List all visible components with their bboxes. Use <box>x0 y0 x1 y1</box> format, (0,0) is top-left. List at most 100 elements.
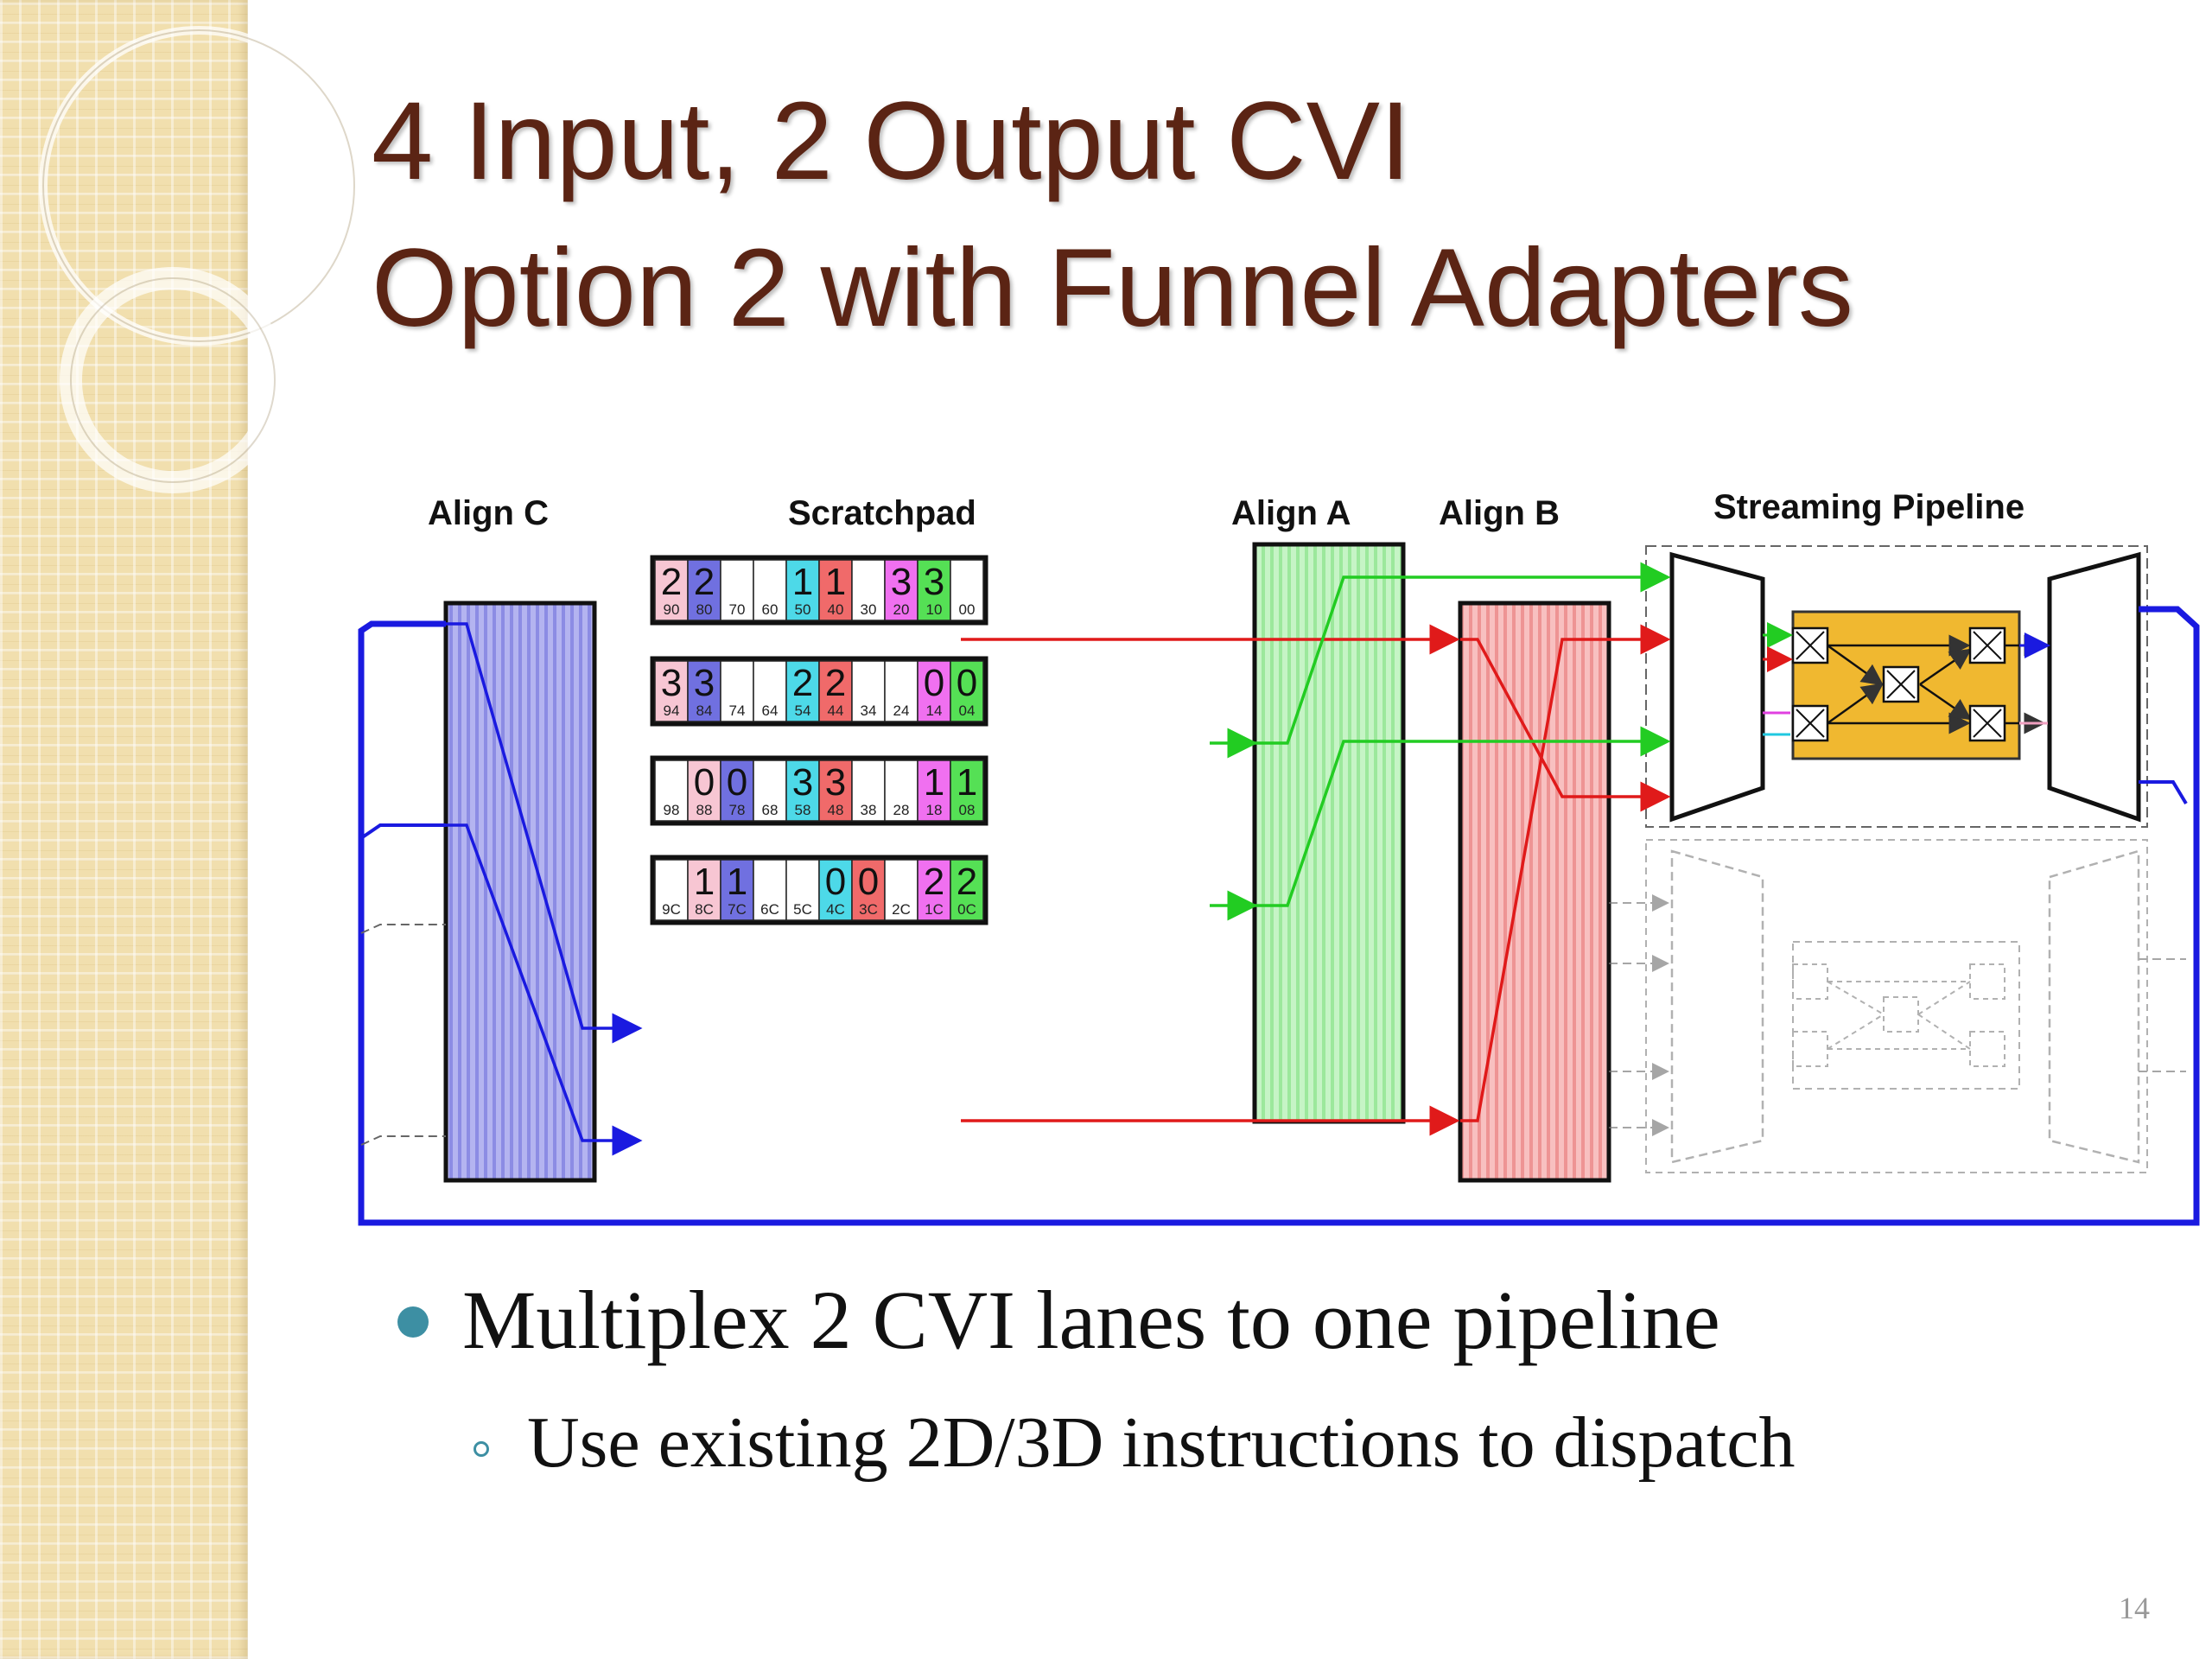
scratchpad-cell-address: 74 <box>729 702 746 719</box>
slide-title-line-2: Option 2 with Funnel Adapters <box>372 226 1853 350</box>
scratchpad-cell-address: 5C <box>793 901 812 918</box>
label-align-a: Align A <box>1231 494 1351 532</box>
scratchpad-cell-digit: 0 <box>694 761 715 804</box>
scratchpad-cell-digit: 1 <box>957 761 977 804</box>
scratchpad-cell <box>917 559 951 621</box>
scratchpad-cell <box>884 660 918 722</box>
scratchpad-cell <box>917 760 951 822</box>
scratchpad-cell-digit: 0 <box>858 861 879 903</box>
scratchpad-cell-address: 24 <box>893 702 910 719</box>
decorative-rings <box>39 26 359 493</box>
scratchpad-cell-address: 84 <box>696 702 713 719</box>
scratchpad-cell-digit: 2 <box>792 662 813 704</box>
pipeline-mux-nodes <box>1791 626 2006 742</box>
scratchpad-cell-address: 00 <box>959 601 976 618</box>
scratchpad-cell <box>654 760 689 822</box>
scratchpad-cell <box>917 859 951 921</box>
bullet-1-dot-icon <box>397 1306 429 1338</box>
scratchpad-cell-address: 7C <box>728 901 747 918</box>
scratchpad-cell-digit: 1 <box>792 561 813 603</box>
green-wires <box>1210 562 1671 921</box>
scratchpad-cell-address: 1C <box>925 901 944 918</box>
scratchpad-cell-address: 64 <box>762 702 779 719</box>
scratchpad-cell-digit: 1 <box>694 861 715 903</box>
scratchpad-cell-digit: 0 <box>924 662 944 704</box>
scratchpad-cell-digit: 1 <box>924 761 944 804</box>
scratchpad-cell-address: 04 <box>959 702 976 719</box>
funnel-adapter-in <box>1669 551 1765 823</box>
scratchpad-cell-digit: 3 <box>924 561 944 603</box>
scratchpad-cell-digit: 3 <box>792 761 813 804</box>
scratchpad-cell-digit: 3 <box>891 561 912 603</box>
scratchpad-cell-address: 50 <box>795 601 811 618</box>
scratchpad-cell-digit: 3 <box>661 662 682 704</box>
scratchpad-cell-address: 80 <box>696 601 713 618</box>
label-scratchpad: Scratchpad <box>788 494 976 532</box>
scratchpad-cell-address: 44 <box>828 702 844 719</box>
scratchpad-cell-address: 58 <box>795 802 811 818</box>
bullet-2-circle-icon <box>474 1441 489 1457</box>
scratchpad-cell <box>785 660 820 722</box>
scratchpad-cell-address: 90 <box>664 601 680 618</box>
scratchpad-cell <box>884 760 918 822</box>
scratchpad-cell-digit: 2 <box>825 662 846 704</box>
scratchpad-cell-digit: 2 <box>957 861 977 903</box>
scratchpad-cell-address: 9C <box>662 901 681 918</box>
scratchpad-cell-address: 54 <box>795 702 811 719</box>
scratchpad-cell-address: 38 <box>861 802 877 818</box>
blue-wires <box>358 606 2200 1226</box>
scratchpad-cell <box>950 660 984 722</box>
scratchpad-cell <box>884 559 918 621</box>
align-c-block <box>443 601 597 1183</box>
scratchpad-cell <box>654 559 689 621</box>
scratchpad-cell <box>753 859 787 921</box>
scratchpad-cell <box>720 760 754 822</box>
bullet-2-text: Use existing 2D/3D instructions to dispa… <box>527 1402 1796 1483</box>
scratchpad-cell-address: 4C <box>826 901 845 918</box>
scratchpad-cell <box>687 760 721 822</box>
scratchpad-cell <box>720 859 754 921</box>
label-align-c: Align C <box>428 494 549 532</box>
scratchpad-cell <box>720 559 754 621</box>
scratchpad-cell-digit: 1 <box>727 861 747 903</box>
scratchpad-cell <box>687 559 721 621</box>
scratchpad-cell-address: 08 <box>959 802 976 818</box>
scratchpad-cell <box>654 660 689 722</box>
scratchpad-cell-address: 8C <box>695 901 714 918</box>
red-wires <box>961 624 1671 1136</box>
scratchpad-cell <box>785 760 820 822</box>
cvi-architecture-diagram: Align C Scratchpad Align A Align B Strea… <box>358 488 2200 1226</box>
scratchpad-cell <box>753 660 787 722</box>
scratchpad-cell-digit: 2 <box>661 561 682 603</box>
align-a-block <box>1252 542 1406 1124</box>
scratchpad-cell <box>785 859 820 921</box>
scratchpad-cell-address: 0C <box>957 901 976 918</box>
scratchpad-cell-address: 94 <box>664 702 680 719</box>
scratchpad-cell <box>687 660 721 722</box>
scratchpad-cell-address: 3C <box>859 901 878 918</box>
scratchpad-cell-address: 2C <box>892 901 911 918</box>
scratchpad-cell-address: 6C <box>760 901 779 918</box>
scratchpad-cell-digit: 3 <box>694 662 715 704</box>
scratchpad-cell-address: 88 <box>696 802 713 818</box>
scratchpad-cell-address: 40 <box>828 601 844 618</box>
scratchpad-cell-address: 98 <box>664 802 680 818</box>
scratchpad-cell-address: 70 <box>729 601 746 618</box>
scratchpad-cell-digit: 2 <box>924 861 944 903</box>
scratchpad-cell-address: 10 <box>926 601 943 618</box>
bullet-1-text: Multiplex 2 CVI lanes to one pipeline <box>462 1274 1720 1366</box>
scratchpad-cell-digit: 3 <box>825 761 846 804</box>
label-streaming-pipeline: Streaming Pipeline <box>1713 488 2024 526</box>
scratchpad-cell-address: 28 <box>893 802 910 818</box>
label-align-b: Align B <box>1439 494 1560 532</box>
scratchpad-cell-digit: 1 <box>825 561 846 603</box>
scratchpad-cell <box>753 559 787 621</box>
scratchpad-cell-address: 20 <box>893 601 910 618</box>
scratchpad-cell <box>818 660 853 722</box>
scratchpad-cell-digit: 2 <box>694 561 715 603</box>
scratchpad-cell-address: 34 <box>861 702 877 719</box>
scratchpad-cell <box>851 660 886 722</box>
scratchpad-cell-address: 30 <box>861 601 877 618</box>
